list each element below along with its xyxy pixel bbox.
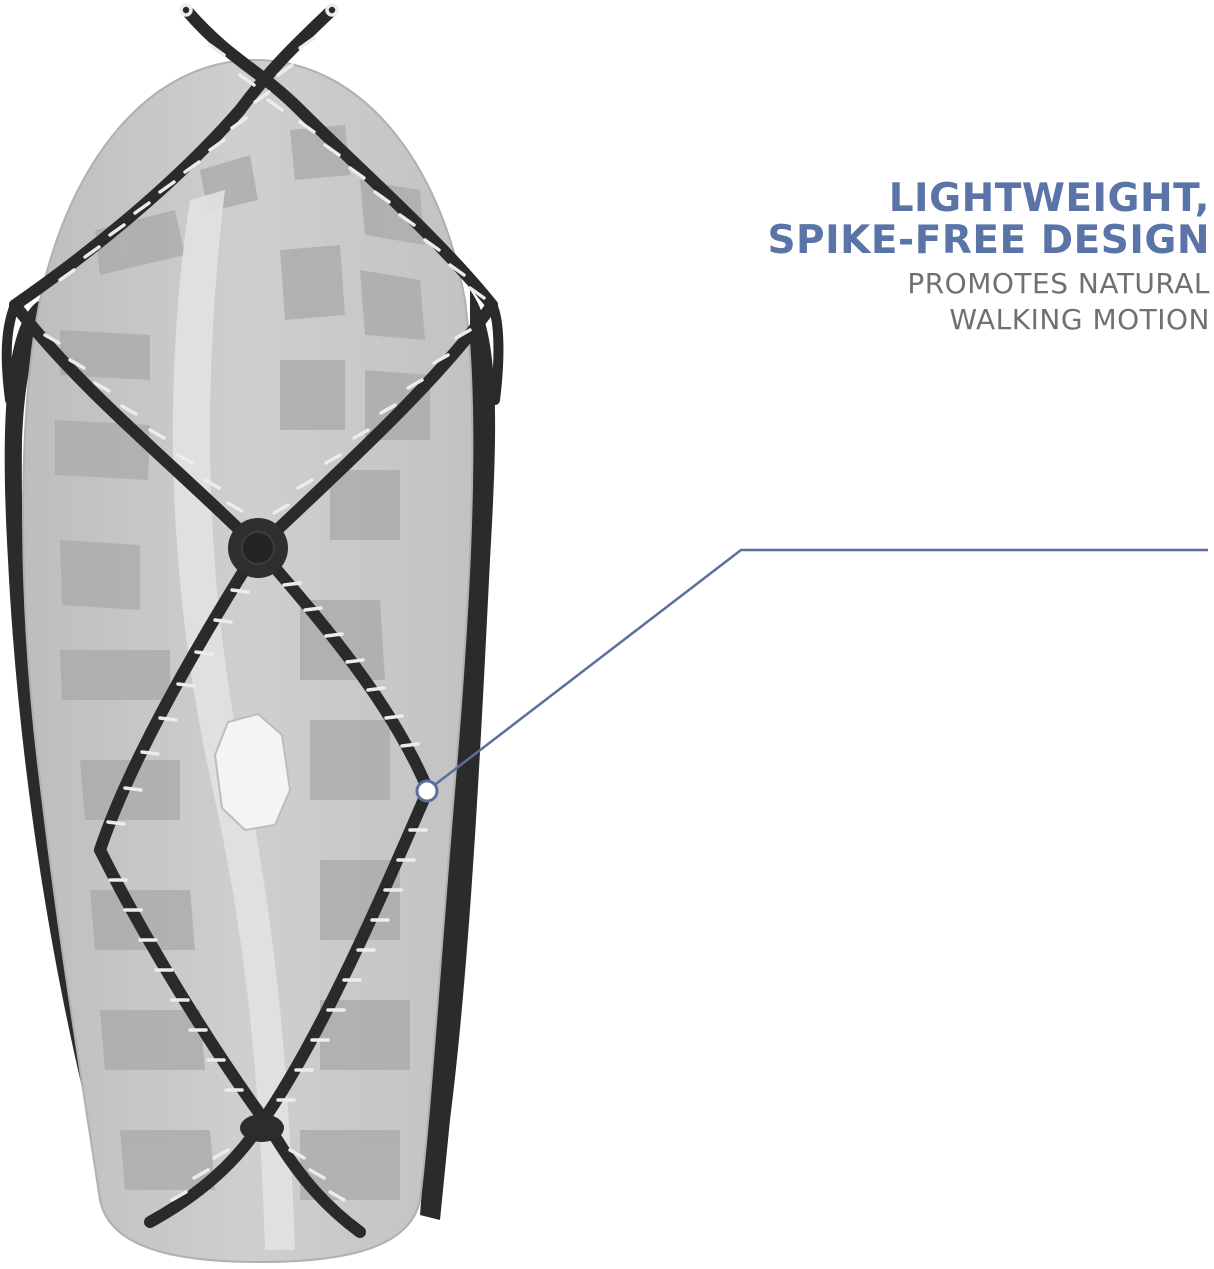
- shoe-sole: [22, 58, 474, 1264]
- callout-leader: [415, 548, 1208, 803]
- traction-chain: [1, 3, 504, 1238]
- feature-headline-line-1: LIGHTWEIGHT,: [888, 176, 1210, 221]
- circle-marker-icon: [415, 779, 439, 803]
- feature-headline-line-2: SPIKE-FREE DESIGN: [767, 218, 1210, 263]
- feature-callout: LIGHTWEIGHT, SPIKE-FREE DESIGN PROMOTES …: [767, 178, 1210, 338]
- feature-subtext-line-1: PROMOTES NATURAL: [907, 267, 1210, 300]
- feature-subtext-line-2: WALKING MOTION: [949, 303, 1210, 336]
- sole-logo-patch: [213, 712, 292, 832]
